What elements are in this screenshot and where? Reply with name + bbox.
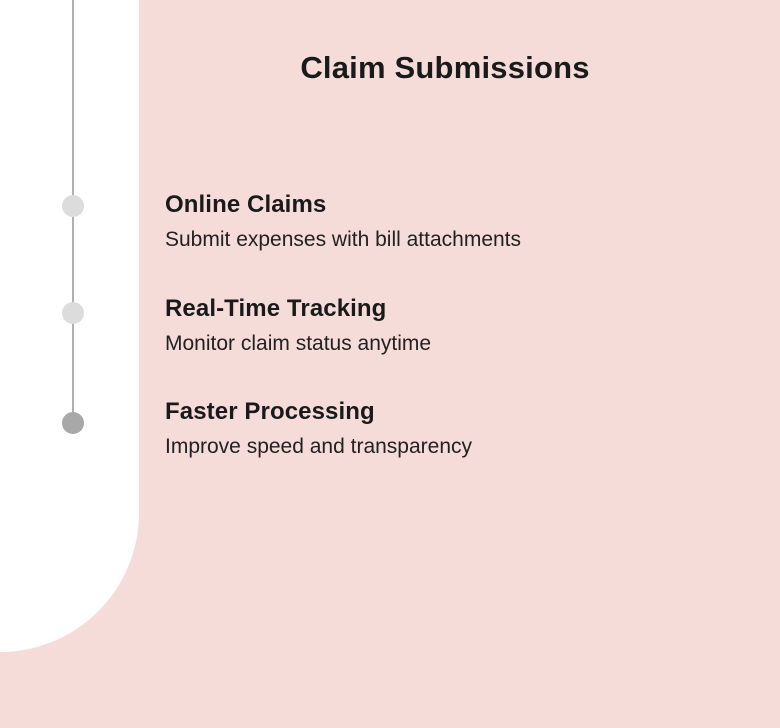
timeline-dot-1 <box>62 195 84 217</box>
timeline-item-faster-processing: Faster Processing Improve speed and tran… <box>165 396 635 461</box>
item-heading: Real-Time Tracking <box>165 295 387 322</box>
page-title: Claim Submissions <box>300 50 590 85</box>
item-description: Improve speed and transparency <box>165 435 473 458</box>
timeline-item-real-time-tracking: Real-Time Tracking Monitor claim status … <box>165 293 635 358</box>
timeline-item-online-claims: Online Claims Submit expenses with bill … <box>165 189 635 254</box>
item-heading: Online Claims <box>165 191 327 218</box>
timeline-dot-2 <box>62 302 84 324</box>
item-heading: Faster Processing <box>165 398 375 425</box>
item-description: Monitor claim status anytime <box>165 332 432 355</box>
item-description: Submit expenses with bill attachments <box>165 228 522 251</box>
left-panel <box>0 0 139 652</box>
timeline-dot-3-active <box>62 412 84 434</box>
